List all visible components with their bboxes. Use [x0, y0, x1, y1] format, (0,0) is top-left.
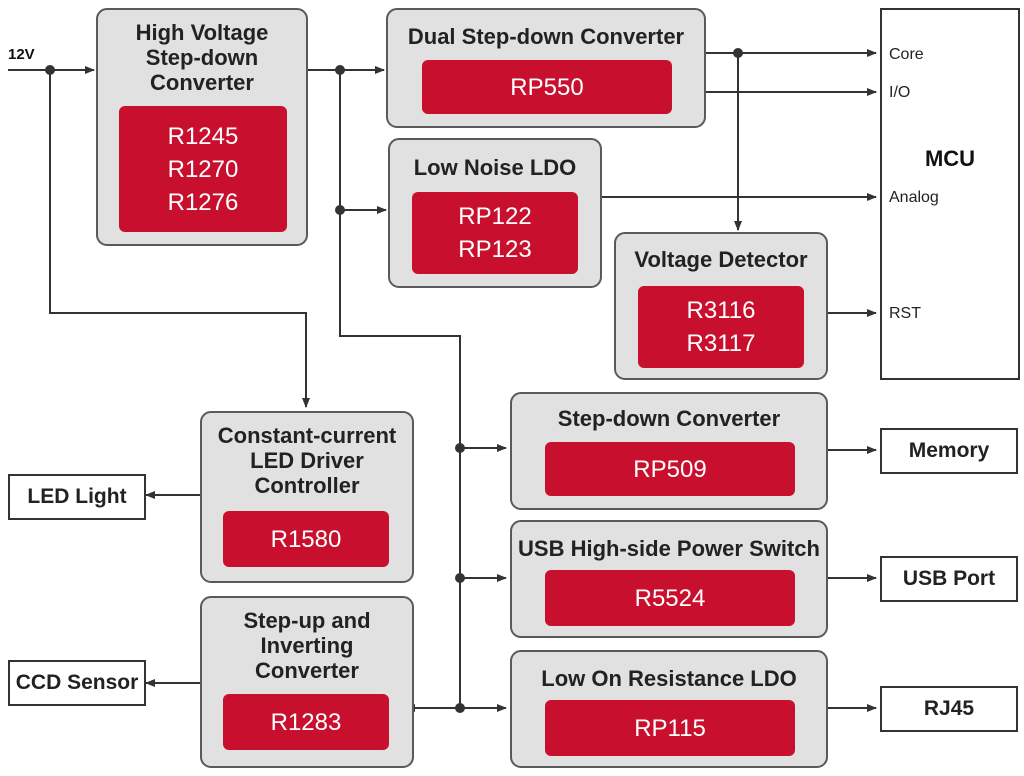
- high-voltage-step-down-block: High Voltage Step-down Converter R1245 R…: [96, 8, 308, 246]
- part-number-box: RP550: [422, 60, 672, 114]
- step-down-converter-block: Step-down Converter RP509: [510, 392, 828, 510]
- block-title-line: Low Noise LDO: [413, 155, 577, 180]
- part-number: R1580: [270, 525, 342, 553]
- low-noise-ldo-block: Low Noise LDO RP122 RP123: [388, 138, 602, 288]
- mcu-pin-core: Core: [889, 46, 924, 63]
- part-number-box: R1580: [223, 511, 389, 567]
- usb-port-output: USB Port: [880, 556, 1018, 602]
- block-title-line: USB High-side Power Switch: [518, 536, 820, 561]
- step-up-inverting-converter-block: Step-up and Inverting Converter R1283: [200, 596, 414, 768]
- usb-high-side-power-switch-block: USB High-side Power Switch R5524: [510, 520, 828, 638]
- block-title-line: LED Driver: [250, 448, 364, 473]
- mcu-pin-analog: Analog: [889, 189, 939, 206]
- part-number: R1276: [167, 188, 239, 216]
- led-driver-controller-block: Constant-current LED Driver Controller R…: [200, 411, 414, 583]
- part-number: RP550: [510, 73, 584, 101]
- part-number-box: R1283: [223, 694, 389, 750]
- mcu-block: MCU Core I/O Analog RST: [880, 8, 1020, 380]
- part-number-box: R5524: [545, 570, 795, 626]
- part-number-box: RP115: [545, 700, 795, 756]
- block-title-line: Converter: [255, 658, 359, 683]
- part-number: R1283: [270, 708, 342, 736]
- part-number: RP122: [458, 203, 532, 230]
- block-title-line: Converter: [150, 70, 254, 95]
- part-number-box: RP509: [545, 442, 795, 496]
- block-title-line: Voltage Detector: [634, 247, 808, 272]
- part-number: R5524: [634, 584, 706, 612]
- part-number: RP123: [458, 236, 532, 263]
- dual-step-down-converter-block: Dual Step-down Converter RP550: [386, 8, 706, 128]
- voltage-detector-block: Voltage Detector R3116 R3117: [614, 232, 828, 380]
- input-voltage-label: 12V: [8, 46, 35, 63]
- part-number: R1245: [167, 122, 239, 150]
- part-number: R3117: [686, 330, 756, 357]
- part-number: R3116: [686, 297, 756, 324]
- block-title-line: Inverting: [260, 633, 354, 658]
- mcu-pin-io: I/O: [889, 84, 911, 101]
- mcu-pin-rst: RST: [889, 305, 921, 322]
- block-title-line: High Voltage: [135, 20, 269, 45]
- block-title-line: Low On Resistance LDO: [541, 666, 797, 691]
- block-title-line: Step-down Converter: [557, 406, 781, 431]
- part-number-box: R1245 R1270 R1276: [119, 106, 287, 232]
- block-title-line: Step-up and: [243, 608, 371, 633]
- block-title-line: Controller: [254, 473, 360, 498]
- rj45-output: RJ45: [880, 686, 1018, 732]
- part-number-box: R3116 R3117: [638, 286, 804, 368]
- led-light-output: LED Light: [8, 474, 146, 520]
- part-number: R1270: [167, 155, 239, 183]
- block-title-line: Step-down: [145, 45, 259, 70]
- mcu-title: MCU: [924, 146, 976, 171]
- low-on-resistance-ldo-block: Low On Resistance LDO RP115: [510, 650, 828, 768]
- memory-output: Memory: [880, 428, 1018, 474]
- block-title-line: Constant-current: [217, 423, 397, 448]
- part-number: RP509: [633, 455, 707, 483]
- block-title-line: Dual Step-down Converter: [407, 24, 685, 49]
- part-number: RP115: [634, 714, 706, 742]
- ccd-sensor-output: CCD Sensor: [8, 660, 146, 706]
- part-number-box: RP122 RP123: [412, 192, 578, 274]
